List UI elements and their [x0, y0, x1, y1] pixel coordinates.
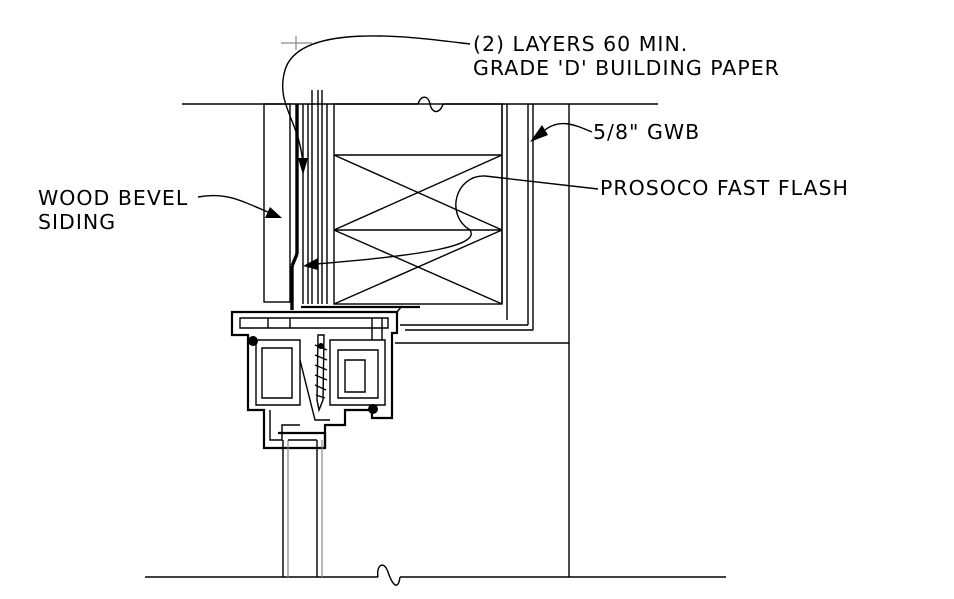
gwb-label: 5/8" GWB — [593, 120, 701, 144]
glazing-unit — [278, 431, 327, 577]
sheathing-layers — [290, 90, 420, 310]
building-paper-label-line1: (2) LAYERS 60 MIN. — [473, 32, 689, 56]
header-blocking — [333, 103, 508, 320]
fast-flash-label: PROSOCO FAST FLASH — [600, 176, 849, 200]
leader-fast-flash — [303, 175, 599, 270]
leader-gwb — [530, 122, 593, 142]
bottom-break-line — [145, 564, 726, 586]
leader-siding — [197, 194, 282, 218]
window-frame-profile — [230, 305, 403, 450]
building-paper-label-line2: GRADE 'D' BUILDING PAPER — [473, 56, 780, 80]
wood-bevel-siding — [263, 103, 291, 303]
gray-reference-mark — [281, 36, 312, 50]
interior-wall-lines — [395, 104, 570, 577]
gaskets — [248, 336, 378, 414]
siding-label-line1: WOOD BEVEL — [38, 186, 189, 210]
siding-label-line2: SIDING — [38, 210, 117, 234]
leader-building-paper — [281, 35, 471, 175]
